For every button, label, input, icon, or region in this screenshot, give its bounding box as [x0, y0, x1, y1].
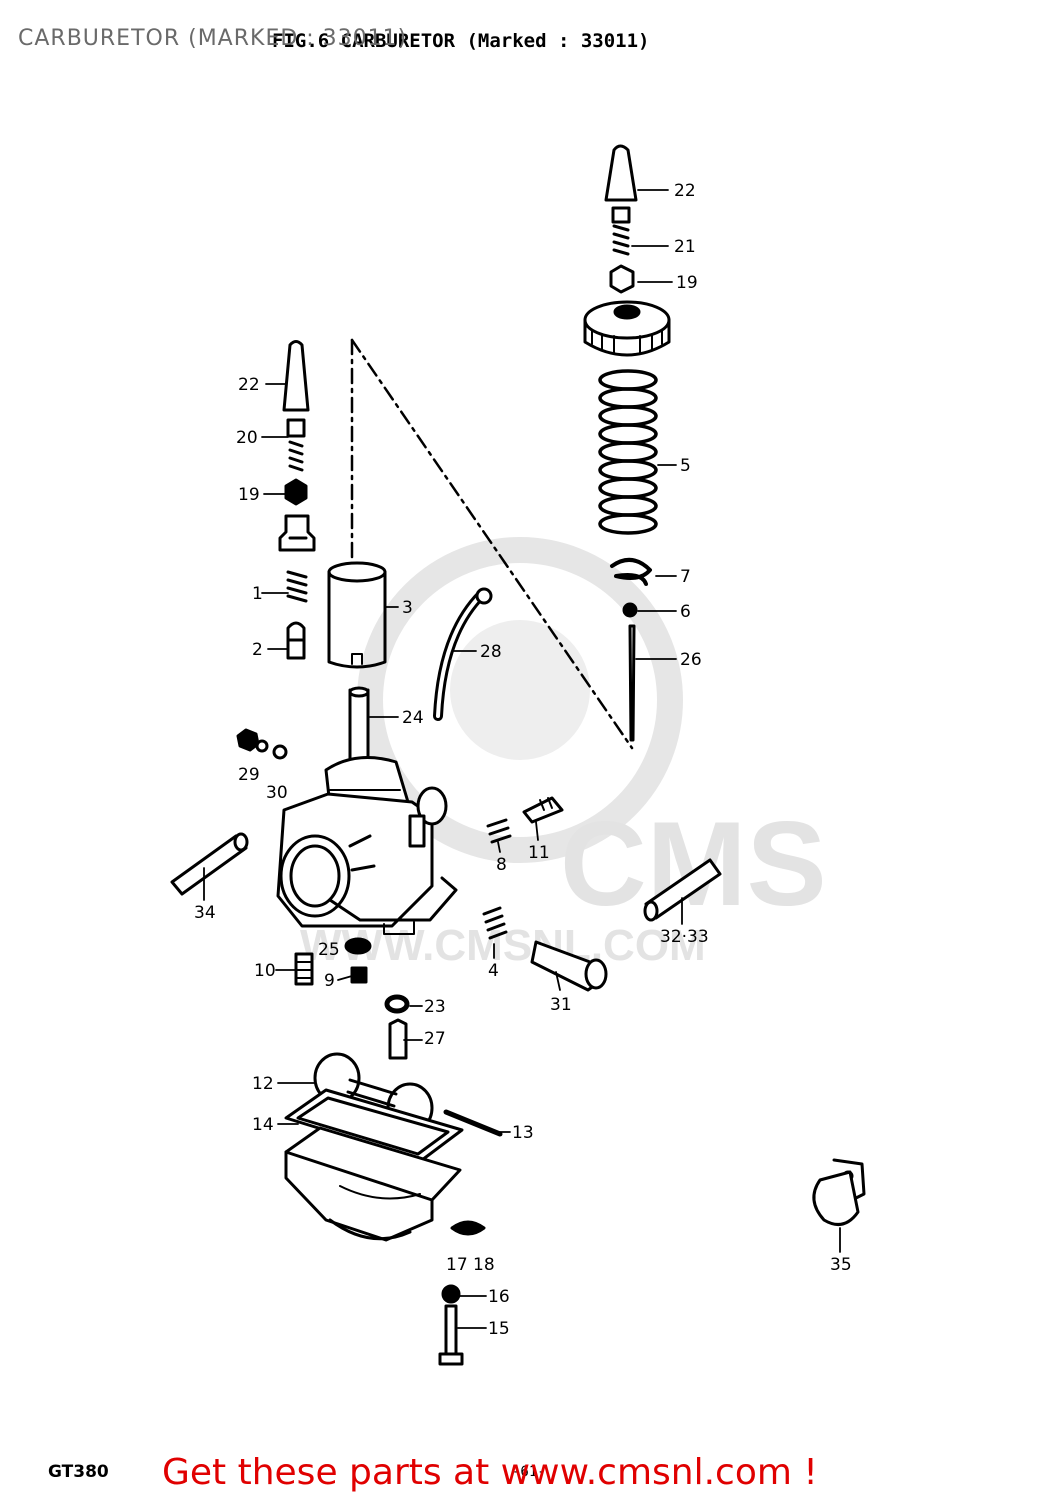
callout-30: 30 [266, 783, 288, 803]
throttle-valve [327, 561, 387, 669]
lock-nut-left [284, 478, 308, 506]
air-screw-spring [486, 818, 512, 844]
banjo-bolt-29 [236, 728, 269, 753]
callout-9: 9 [324, 971, 335, 991]
washer-16 [441, 1284, 461, 1304]
o-ring-25 [344, 937, 372, 955]
adjuster-cap-left [282, 340, 310, 412]
callout-31: 31 [550, 995, 572, 1015]
gasket-17-18 [450, 1220, 486, 1236]
callout-25: 25 [318, 940, 340, 960]
callout-labels: 22 21 19 5 7 6 26 22 20 19 1 2 3 28 24 2… [194, 181, 852, 1339]
float-pin [443, 1109, 503, 1137]
callout-7: 7 [680, 567, 691, 587]
adjuster-screw-right [611, 206, 631, 256]
callout-11: 11 [528, 843, 550, 863]
cable-adjuster-left [286, 418, 306, 472]
jet-needle [628, 624, 636, 742]
figure-title: FIG.6 CARBURETOR (Marked : 33011) [272, 30, 650, 52]
callout-28: 28 [480, 642, 502, 662]
callout-1: 1 [252, 584, 263, 604]
drain-hose-32-33 [643, 858, 722, 922]
callout-19-left: 19 [238, 485, 260, 505]
throttle-stop-spring [482, 906, 508, 940]
model-code: GT380 [48, 1462, 109, 1482]
callout-12: 12 [252, 1074, 274, 1094]
callout-22-right: 22 [674, 181, 696, 201]
starter-plunger [286, 621, 306, 660]
drain-screw-15 [438, 1304, 464, 1366]
bracket-35 [812, 1158, 866, 1226]
callout-6: 6 [680, 602, 691, 622]
callout-24: 24 [402, 708, 424, 728]
washer-23 [384, 994, 410, 1014]
mixing-chamber-top [583, 300, 671, 357]
adjuster-cap-right [604, 144, 638, 202]
lock-nut-right [609, 264, 635, 294]
main-jet-9 [350, 966, 368, 984]
needle-clip [610, 558, 652, 586]
callout-22-left: 22 [238, 375, 260, 395]
callout-17-18: 17 18 [446, 1255, 495, 1275]
callout-10: 10 [254, 961, 276, 981]
callout-29: 29 [238, 765, 260, 785]
carburetor-body [276, 686, 458, 935]
float-chamber [284, 1126, 462, 1242]
watermark-logo: CMS WWW.CMSNL.COM [300, 537, 827, 970]
page-title: CARBURETOR (MARKED : 33011) [18, 26, 408, 51]
callout-16: 16 [488, 1287, 510, 1307]
needle-retainer [622, 602, 638, 618]
starter-plunger-cap [278, 514, 316, 552]
callout-14: 14 [252, 1115, 274, 1135]
callout-32-33: 32·33 [660, 927, 709, 947]
needle-valve-27 [388, 1018, 408, 1060]
vent-pipe [433, 587, 493, 721]
promo-link[interactable]: Get these parts at www.cmsnl.com ! [162, 1452, 818, 1493]
callout-35: 35 [830, 1255, 852, 1275]
callout-26: 26 [680, 650, 702, 670]
callout-8: 8 [496, 855, 507, 875]
pilot-jet-10 [294, 952, 314, 986]
page-number: -61- [512, 1464, 546, 1480]
watermark-brand: CMS [560, 797, 827, 931]
callout-34: 34 [194, 903, 216, 923]
air-screw [522, 796, 564, 824]
starter-spring [286, 570, 308, 603]
fuel-hose-34 [170, 832, 249, 896]
callout-21: 21 [674, 237, 696, 257]
leader-lines [203, 189, 841, 1329]
throttle-stop-screw [530, 940, 608, 992]
callout-4: 4 [488, 961, 499, 981]
callout-13: 13 [512, 1123, 534, 1143]
washer-30 [272, 744, 288, 760]
callout-15: 15 [488, 1319, 510, 1339]
callout-2: 2 [252, 640, 263, 660]
callout-19-right: 19 [676, 273, 698, 293]
throttle-valve-spring [598, 369, 658, 535]
callout-5: 5 [680, 456, 691, 476]
callout-23: 23 [424, 997, 446, 1017]
callout-20: 20 [236, 428, 258, 448]
callout-27: 27 [424, 1029, 446, 1049]
callout-3: 3 [402, 598, 413, 618]
